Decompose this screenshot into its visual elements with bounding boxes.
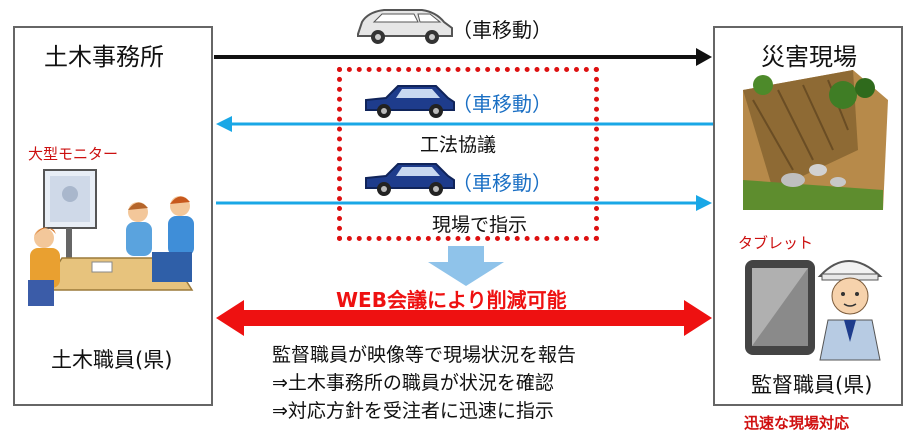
top-trip-label: （車移動） — [452, 18, 552, 42]
report-line-1: 監督職員が映像等で現場状況を報告 — [272, 344, 577, 366]
report-line-2: ⇒土木事務所の職員が状況を確認 — [272, 372, 554, 394]
discussion-label: 工法協議 — [420, 134, 497, 156]
site-title: 災害現場 — [761, 43, 857, 71]
site-staff-label: 監督職員(県) — [751, 373, 873, 397]
landslide-icon — [743, 70, 888, 210]
report-line-3: ⇒対応方針を受注者に迅速に指示 — [272, 400, 554, 422]
down-arrow — [428, 246, 504, 286]
dotted-box — [337, 67, 599, 241]
office-title: 土木事務所 — [44, 43, 164, 71]
web-meeting-label: WEB会議により削減可能 — [336, 288, 567, 312]
blue-car-icon — [365, 163, 455, 196]
tablet-label: タブレット — [738, 234, 814, 252]
trip2-label: （車移動） — [452, 171, 552, 195]
office-staff-label: 土木職員(県) — [51, 348, 173, 372]
monitor-label: 大型モニター — [28, 145, 119, 163]
trip1-label: （車移動） — [452, 92, 552, 116]
silver-car-icon — [357, 9, 453, 44]
tablet-worker-icon — [745, 260, 883, 361]
bottom-note: 迅速な現場対応 — [744, 414, 850, 432]
meeting-room-icon — [28, 169, 194, 306]
blue-car-icon — [365, 85, 455, 118]
instruction-label: 現場で指示 — [432, 214, 528, 236]
